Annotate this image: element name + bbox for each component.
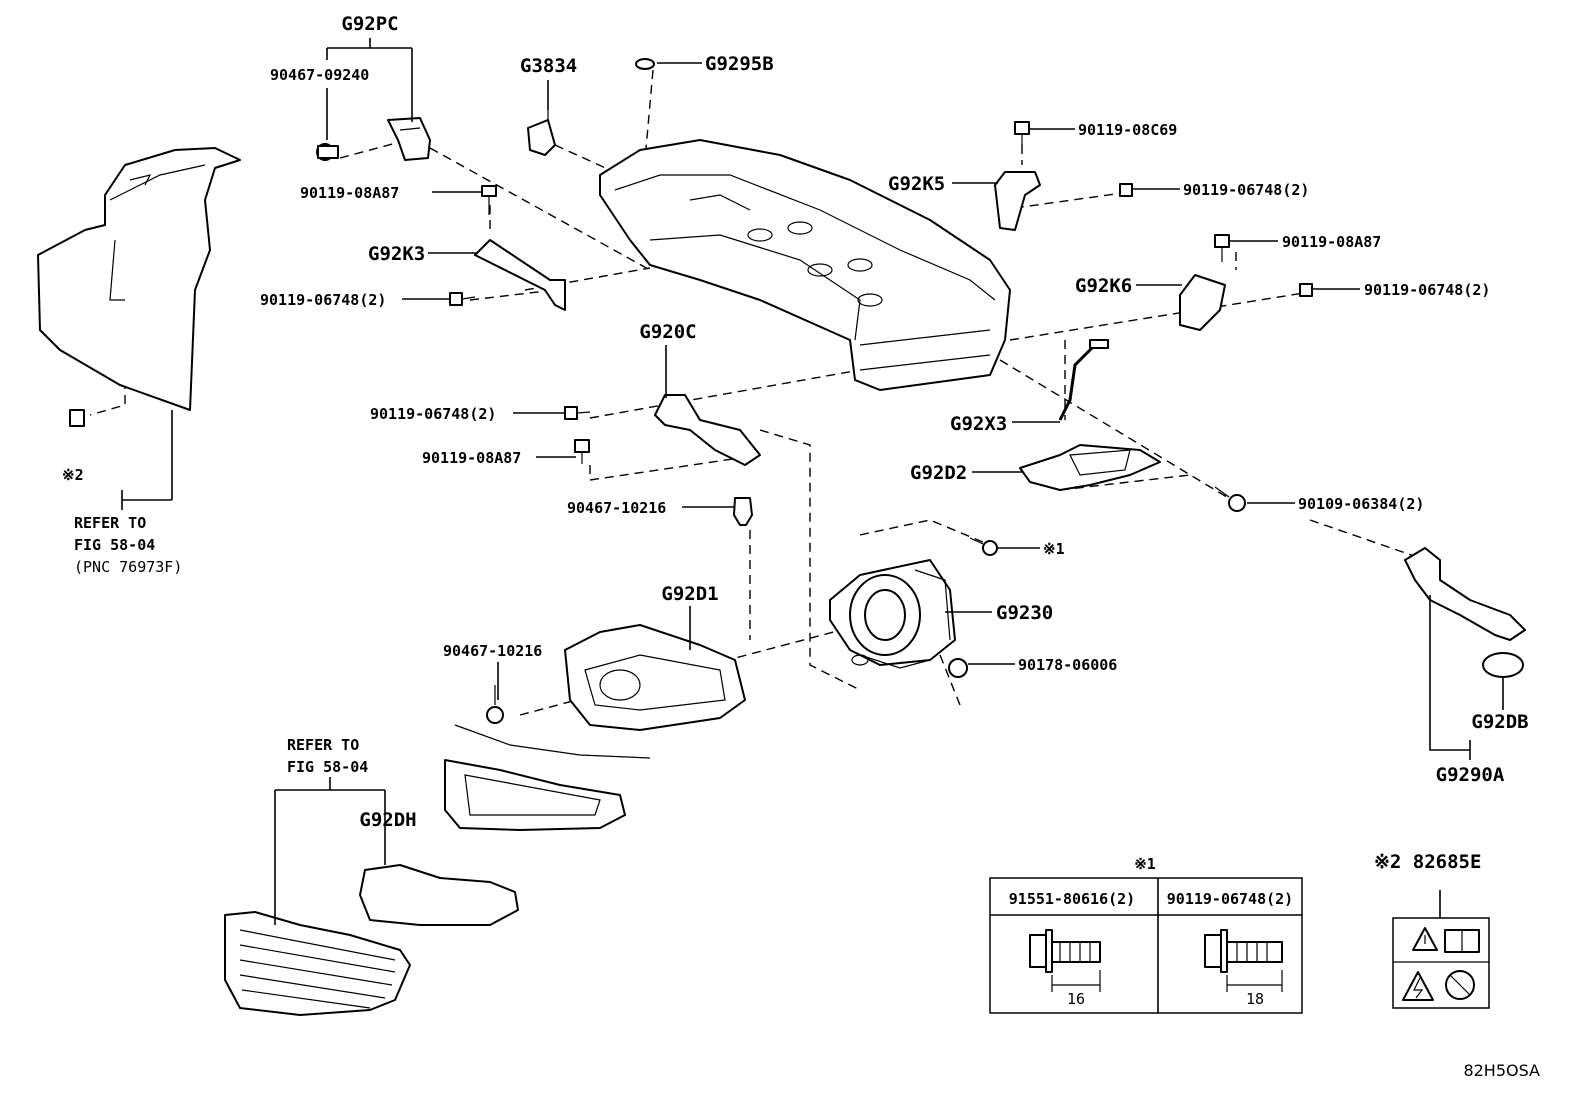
refer-bottom-line1: REFER TO xyxy=(287,736,359,754)
bolt-table-heading: ※1 xyxy=(1134,855,1156,873)
diagram-id: 82H5OSA xyxy=(1463,1061,1540,1080)
label-g92k5: G92K5 xyxy=(888,173,945,195)
bolt-90119-06748-920c-part xyxy=(564,406,591,420)
refer-left-line1: REFER TO xyxy=(74,514,146,532)
bolt-90119-06748-left-part xyxy=(449,292,476,306)
label-g920c: G920C xyxy=(639,321,696,343)
g3834-bracket-part xyxy=(527,110,556,156)
leader-lines xyxy=(121,38,1504,925)
refer-bottom-line2: FIG 58-04 xyxy=(287,758,368,776)
label-g9295b: G9295B xyxy=(705,53,774,75)
hv-battery-pack-part xyxy=(599,139,1011,391)
g92k3-bracket-part xyxy=(474,239,566,311)
label-90119-08a87-920c: 90119-08A87 xyxy=(422,449,521,467)
warning-label-box: ※2 82685E xyxy=(1374,851,1490,1009)
label-g92pc: G92PC xyxy=(341,13,398,35)
bolt-90109-06384-part xyxy=(1214,486,1246,512)
label-note1-screw: ※1 xyxy=(1043,540,1065,558)
manual-book-icon xyxy=(1444,929,1480,953)
label-90119-06748-k6: 90119-06748(2) xyxy=(1364,281,1490,299)
refer-left-line2: FIG 58-04 xyxy=(74,536,155,554)
g92k5-bracket-part xyxy=(994,171,1041,231)
g92d2-duct-part xyxy=(1019,444,1161,491)
g92k6-bracket-part xyxy=(1179,274,1226,331)
refer-note-bottom: REFER TO FIG 58-04 xyxy=(287,736,368,776)
label-90119-08a87-upper: 90119-08A87 xyxy=(300,184,399,202)
part-labels: G92PC 90467-09240 90119-08A87 G92K3 9011… xyxy=(62,13,1529,831)
bolt-90119-08c69-part xyxy=(1014,121,1030,146)
bolt-90119-06748-k6-part xyxy=(1299,283,1313,297)
g92db-cap-part xyxy=(1482,652,1524,678)
g9295b-clip-part xyxy=(635,58,655,70)
clip-90467-10216-lower-part xyxy=(486,685,504,724)
bolt-table-col2-dim: 18 xyxy=(1246,990,1264,1008)
bolt-spec-table: ※1 91551-80616(2) 90119-06748(2) 16 xyxy=(989,855,1303,1014)
bolt-90119-08a87-k6-part xyxy=(1214,234,1230,262)
label-g92k6: G92K6 xyxy=(1075,275,1132,297)
label-g92k3: G92K3 xyxy=(368,243,425,265)
label-90119-06748-920c: 90119-06748(2) xyxy=(370,405,496,423)
flange-bolt-drawing-1 xyxy=(1029,929,1101,992)
label-90467-10216-upper: 90467-10216 xyxy=(567,499,666,517)
no-touch-icon xyxy=(1445,970,1475,1000)
g92pc-bracket-part xyxy=(387,117,431,161)
bolt-90119-08a87-upper-part xyxy=(481,185,497,215)
trim-frame-part xyxy=(444,759,626,831)
nut-90178-06006-part xyxy=(948,658,968,678)
g92dh-pad-part xyxy=(359,864,519,926)
bolt-90119-08a87-920c-part xyxy=(574,439,590,464)
left-side-cover-part xyxy=(37,147,241,427)
trim-arc-part xyxy=(454,724,651,759)
screw-note1-part xyxy=(969,537,998,556)
label-g92d1: G92D1 xyxy=(661,583,718,605)
label-90119-08a87-k6: 90119-08A87 xyxy=(1282,233,1381,251)
grille-part xyxy=(224,911,411,1016)
label-90119-06748-k5: 90119-06748(2) xyxy=(1183,181,1309,199)
refer-left-line3: (PNC 76973F) xyxy=(74,558,182,576)
g92x3-harness-part xyxy=(1058,339,1109,421)
label-90119-06748-left: 90119-06748(2) xyxy=(260,291,386,309)
bolt-table-col1-dim: 16 xyxy=(1067,990,1085,1008)
flange-bolt-drawing-2 xyxy=(1204,929,1283,992)
label-90467-09240: 90467-09240 xyxy=(270,66,369,84)
label-90178-06006: 90178-06006 xyxy=(1018,656,1117,674)
label-g92x3: G92X3 xyxy=(950,413,1007,435)
label-90109-06384: 90109-06384(2) xyxy=(1298,495,1424,513)
label-g9290a: G9290A xyxy=(1436,764,1505,786)
high-voltage-icon xyxy=(1402,971,1434,1001)
g9230-blower-fan-part xyxy=(829,559,956,669)
warning-triangle-icon xyxy=(1412,927,1438,951)
g9290a-duct-part xyxy=(1404,547,1526,641)
bolt-table-col2-label: 90119-06748(2) xyxy=(1167,890,1293,908)
assembly-dash-lines xyxy=(89,69,1421,716)
label-g92dh: G92DH xyxy=(359,809,416,831)
bolt-table-col1-label: 91551-80616(2) xyxy=(1009,890,1135,908)
g92d1-duct-part xyxy=(564,624,746,731)
label-g9230: G9230 xyxy=(996,602,1053,624)
clip-90467-09240-part xyxy=(316,143,339,161)
label-g3834: G3834 xyxy=(520,55,577,77)
bolt-90119-06748-k5-part xyxy=(1119,183,1133,197)
label-90119-08c69: 90119-08C69 xyxy=(1078,121,1177,139)
refer-note-left: REFER TO FIG 58-04 (PNC 76973F) xyxy=(74,514,182,576)
clip-90467-10216-upper-part xyxy=(733,497,753,526)
warning-label-heading: ※2 82685E xyxy=(1374,851,1481,873)
label-g92d2: G92D2 xyxy=(910,462,967,484)
label-g92db: G92DB xyxy=(1471,711,1528,733)
label-note2-left: ※2 xyxy=(62,466,84,484)
g920c-bracket-part xyxy=(654,394,761,466)
label-90467-10216-lower: 90467-10216 xyxy=(443,642,542,660)
